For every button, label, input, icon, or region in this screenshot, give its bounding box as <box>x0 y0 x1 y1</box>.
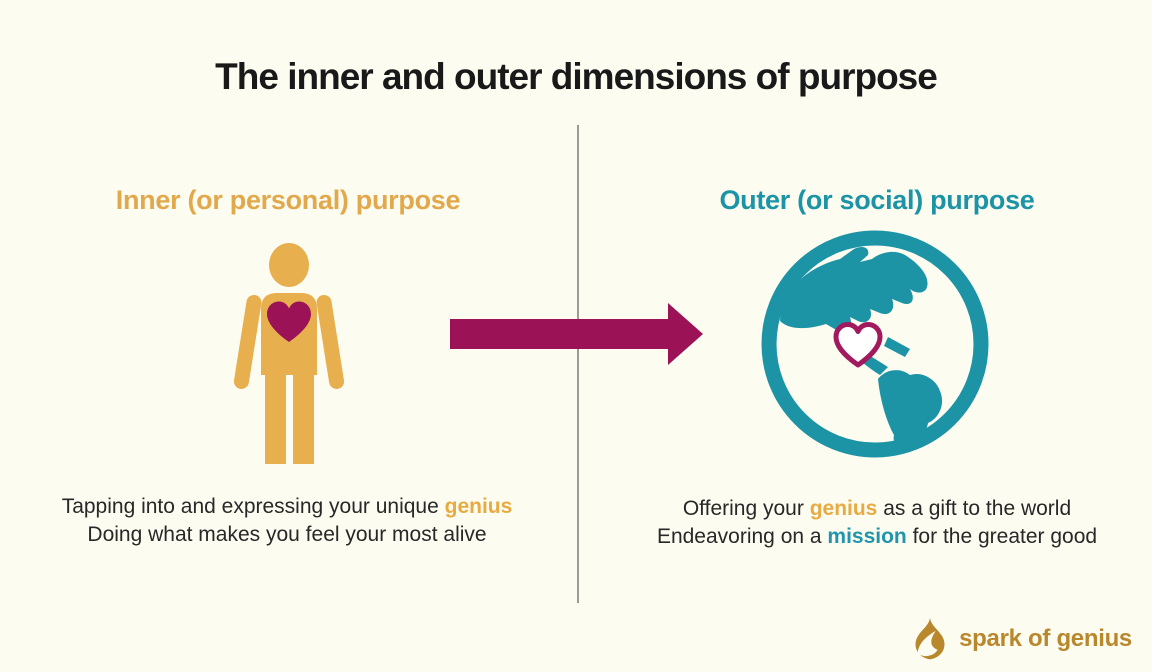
genius-highlight: genius <box>444 495 513 518</box>
caption-inner: Tapping into and expressing your unique … <box>7 493 567 549</box>
page-title: The inner and outer dimensions of purpos… <box>215 56 938 97</box>
caption-text: Endeavoring on a <box>656 525 828 548</box>
caption-text: for the greater good <box>906 525 1098 548</box>
caption-inner-line2: Doing what makes you feel your most aliv… <box>7 521 567 549</box>
caption-text: as a gift to the world <box>877 497 1072 520</box>
caption-text: Offering your <box>682 497 810 520</box>
caption-text: Tapping into and expressing your unique <box>61 495 445 518</box>
globe-north-america <box>780 247 928 334</box>
person-left-arm <box>233 294 262 389</box>
caption-outer: Offering your genius as a gift to the wo… <box>602 495 1152 551</box>
person-right-arm <box>316 294 345 389</box>
person-with-heart-icon <box>233 243 345 464</box>
divider-line <box>577 125 579 603</box>
caption-text: Doing what makes you feel your most aliv… <box>87 523 487 546</box>
caption-outer-line1: Offering your genius as a gift to the wo… <box>602 495 1152 523</box>
caption-inner-line1: Tapping into and expressing your unique … <box>7 493 567 521</box>
person-head <box>269 243 309 287</box>
globe-island-dash <box>884 337 910 357</box>
inner-purpose-heading: Inner (or personal) purpose <box>115 185 461 215</box>
person-left-leg <box>265 367 286 464</box>
globe-heart-icon <box>833 322 883 368</box>
arrow-right-icon <box>450 303 703 365</box>
genius-highlight: genius <box>809 497 878 520</box>
flame-icon <box>915 617 945 660</box>
outer-purpose-heading: Outer (or social) purpose <box>719 185 1035 215</box>
globe-ring <box>761 230 989 458</box>
person-right-leg <box>293 367 314 464</box>
globe-with-heart-icon <box>761 230 989 458</box>
brand-name: spark of genius <box>959 624 1132 652</box>
person-heart-icon <box>267 301 311 342</box>
mission-highlight: mission <box>827 525 907 548</box>
globe-south-america <box>878 370 943 448</box>
brand-logo: spark of genius <box>911 617 1132 660</box>
caption-outer-line2: Endeavoring on a mission for the greater… <box>602 523 1152 551</box>
